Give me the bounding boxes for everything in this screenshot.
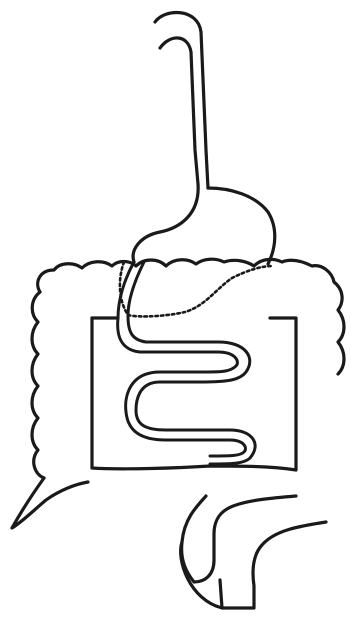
duodenum-outer-wall	[118, 262, 218, 352]
appendix-outline	[12, 478, 88, 528]
rectum-inner-wall	[182, 496, 296, 582]
esophagus-right-wall	[160, 38, 198, 184]
colon-left-outer-wall	[32, 292, 44, 478]
pancreas-outline	[120, 262, 272, 316]
stomach	[133, 184, 275, 264]
appendix	[12, 478, 88, 528]
pancreas	[120, 262, 272, 316]
sigmoid-outer-wall	[220, 522, 326, 608]
small-intestine-inner-wall	[126, 352, 246, 456]
rectum-outer-curve	[181, 542, 222, 608]
esophagus	[155, 13, 208, 188]
small-intestine	[126, 342, 255, 464]
duodenum	[118, 262, 218, 352]
stomach-inner-curve	[133, 184, 198, 262]
colon-outer-wall	[38, 259, 344, 374]
stomach-outer-curve	[208, 188, 275, 264]
